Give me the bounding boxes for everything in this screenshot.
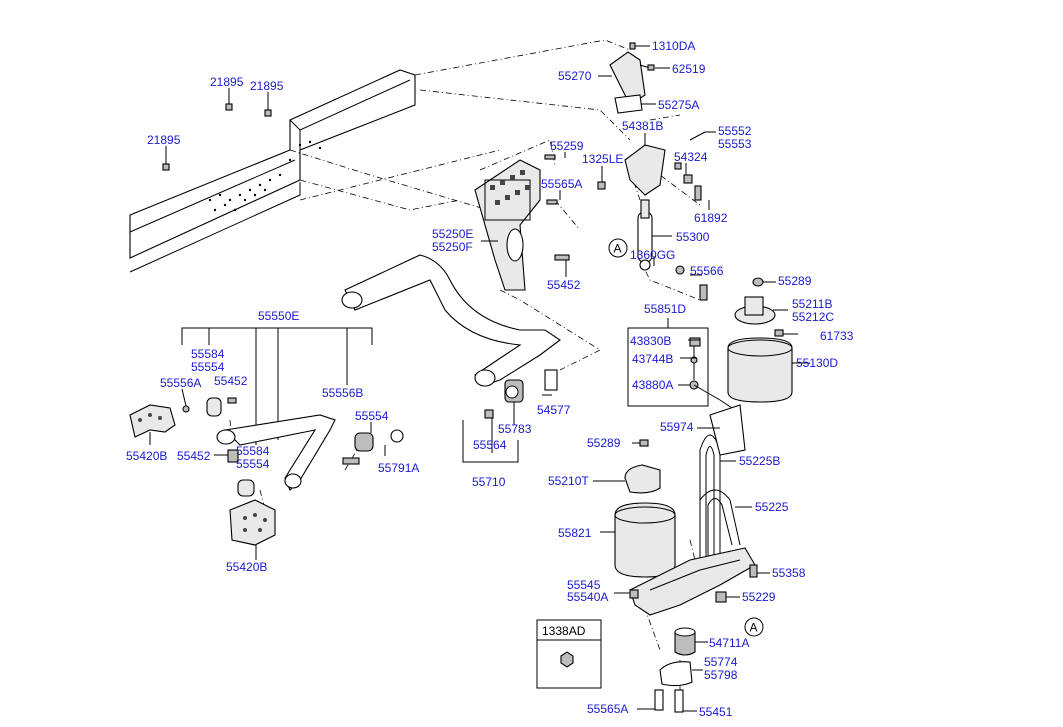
callout-a-low[interactable]: A: [744, 617, 764, 637]
u-bolts-55225: [699, 404, 746, 560]
label-54711A[interactable]: 54711A: [709, 636, 749, 650]
label-55250F[interactable]: 55250F: [432, 240, 473, 254]
label-62519[interactable]: 62519: [672, 62, 706, 76]
label-55821[interactable]: 55821: [558, 526, 592, 540]
label-55566[interactable]: 55566: [690, 264, 724, 278]
label-54324[interactable]: 54324: [674, 150, 708, 164]
height-valve-55851D: [627, 318, 736, 411]
label-55452-mid[interactable]: 55452: [214, 374, 248, 388]
label-1325LE[interactable]: 1325LE: [582, 152, 623, 166]
label-55452-low[interactable]: 55452: [177, 449, 211, 463]
axle-seat-55540A: [629, 547, 758, 616]
label-21895-b[interactable]: 21895: [250, 79, 284, 93]
label-55564[interactable]: 55564: [473, 438, 507, 452]
label-55130D[interactable]: 55130D: [796, 356, 838, 370]
label-55556A[interactable]: 55556A: [160, 376, 201, 390]
label-55229[interactable]: 55229: [742, 590, 776, 604]
label-55210T[interactable]: 55210T: [548, 474, 589, 488]
label-55451[interactable]: 55451: [699, 705, 733, 719]
label-43744B[interactable]: 43744B: [632, 352, 673, 366]
label-55270[interactable]: 55270: [558, 69, 592, 83]
label-leaders: [149, 45, 810, 712]
label-61733[interactable]: 61733: [820, 329, 854, 343]
label-21895-c[interactable]: 21895: [147, 133, 181, 147]
label-55275A[interactable]: 55275A: [658, 98, 699, 112]
label-54381B[interactable]: 54381B: [622, 119, 663, 133]
label-55225B[interactable]: 55225B: [739, 454, 780, 468]
trailing-arm-55710: [341, 254, 561, 419]
label-55783[interactable]: 55783: [498, 422, 532, 436]
label-1310DA[interactable]: 1310DA: [652, 39, 695, 53]
label-55420B-low[interactable]: 55420B: [226, 560, 267, 574]
label-55798[interactable]: 55798: [704, 668, 738, 682]
lower-air-spring-55821: [614, 439, 676, 578]
label-43830B[interactable]: 43830B: [630, 334, 671, 348]
label-55545[interactable]: 55545: [567, 578, 601, 592]
bushing-54711A: [654, 627, 696, 713]
frame-rail: [129, 69, 416, 273]
label-43880A[interactable]: 43880A: [632, 378, 673, 392]
label-61892[interactable]: 61892: [694, 211, 728, 225]
label-55554-a[interactable]: 55554: [191, 360, 225, 374]
box-1338AD: [536, 619, 602, 689]
label-55550E[interactable]: 55550E: [258, 309, 299, 323]
label-55540A[interactable]: 55540A: [567, 590, 608, 604]
part-labels: 1310DA 62519 55270 55275A 21895 21895 21…: [126, 39, 854, 719]
label-55289-top[interactable]: 55289: [778, 274, 812, 288]
shock-absorber-55300: [597, 131, 708, 301]
callout-a-top-label: A: [614, 242, 622, 256]
label-55300[interactable]: 55300: [676, 230, 710, 244]
callout-a-low-label: A: [750, 621, 758, 635]
label-21895-a[interactable]: 21895: [210, 75, 244, 89]
air-spring-55130D: [727, 277, 793, 403]
label-55710[interactable]: 55710: [472, 475, 506, 489]
label-55358[interactable]: 55358: [772, 566, 806, 580]
label-54577[interactable]: 54577: [537, 403, 571, 417]
group-bracket-55710: [462, 420, 519, 463]
label-55452-top[interactable]: 55452: [547, 278, 581, 292]
label-55584-a[interactable]: 55584: [191, 347, 225, 361]
label-55212C[interactable]: 55212C: [792, 310, 834, 324]
callout-a-top[interactable]: A: [608, 238, 628, 258]
label-55552[interactable]: 55552: [718, 124, 752, 138]
label-55791A[interactable]: 55791A: [378, 461, 419, 475]
label-1360GG[interactable]: 1360GG: [630, 248, 675, 262]
hanger-bracket-55250: [474, 154, 570, 291]
bracket-55270: [609, 42, 655, 114]
label-55250E[interactable]: 55250E: [432, 227, 473, 241]
label-55584-b[interactable]: 55584: [236, 444, 270, 458]
label-1338AD[interactable]: 1338AD: [542, 624, 586, 638]
label-55554-c[interactable]: 55554: [236, 457, 270, 471]
label-55565A-top[interactable]: 55565A: [541, 177, 582, 191]
label-55211B[interactable]: 55211B: [792, 297, 832, 311]
label-55774[interactable]: 55774: [704, 655, 738, 669]
label-55259[interactable]: 55259: [550, 139, 584, 153]
label-55289-low[interactable]: 55289: [587, 436, 621, 450]
label-55553[interactable]: 55553: [718, 137, 752, 151]
label-55556B[interactable]: 55556B: [322, 386, 363, 400]
label-55554-b[interactable]: 55554: [355, 409, 389, 423]
label-55851D[interactable]: 55851D: [644, 302, 686, 316]
label-55974[interactable]: 55974: [660, 420, 694, 434]
label-55225[interactable]: 55225: [755, 500, 789, 514]
label-55420B-top[interactable]: 55420B: [126, 449, 167, 463]
label-55565A-low[interactable]: 55565A: [587, 702, 628, 716]
torque-rod-assembly: [129, 397, 404, 546]
